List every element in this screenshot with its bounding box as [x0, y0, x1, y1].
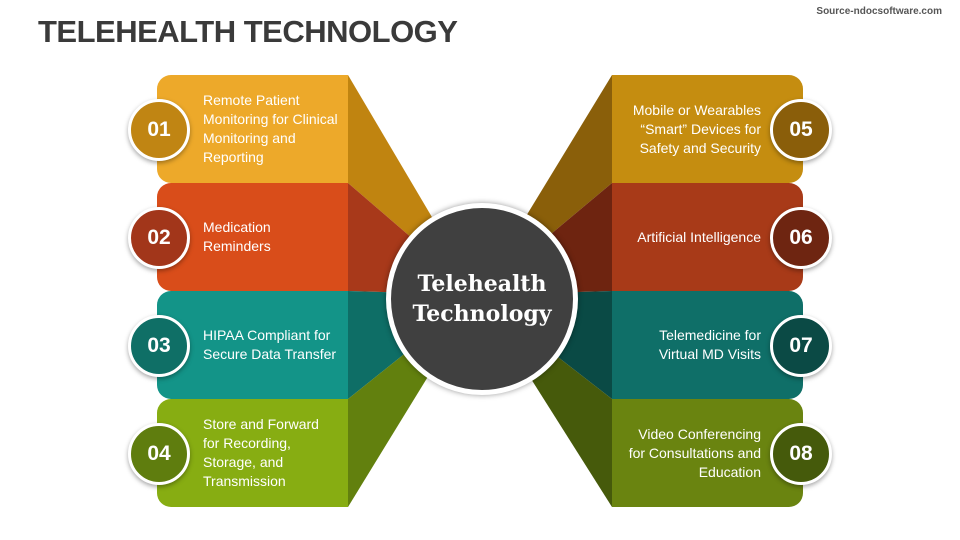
item-text: HIPAA Compliant for Secure Data Transfer [203, 327, 337, 362]
source-credit: Source-ndocsoftware.com [816, 6, 942, 17]
item-number-badge: 04 [128, 423, 190, 485]
item-number-badge: 01 [128, 99, 190, 161]
item-number-badge: 06 [770, 207, 832, 269]
item-text: Mobile or Wearables “Smart” Devices for … [632, 101, 761, 156]
item-number-badge: 05 [770, 99, 832, 161]
item-box-05: Mobile or Wearables “Smart” Devices for … [612, 75, 803, 183]
page-title: TELEHEALTH TECHNOLOGY [38, 14, 458, 49]
item-box-06: Artificial Intelligence [612, 183, 803, 291]
center-title-line1: Telehealth [417, 271, 547, 297]
item-number-badge: 03 [128, 315, 190, 377]
item-text: Medication Reminders [203, 219, 271, 254]
center-title-line2: Technology [412, 301, 552, 327]
item-text: Telemedicine for Virtual MD Visits [658, 327, 761, 362]
item-text: Remote Patient Monitoring for Clinical M… [203, 92, 338, 165]
item-number-badge: 07 [770, 315, 832, 377]
item-number-badge: 02 [128, 207, 190, 269]
item-text: Video Conferencing for Consultations and… [628, 425, 761, 480]
item-text: Artificial Intelligence [637, 228, 761, 245]
item-number-badge: 08 [770, 423, 832, 485]
item-text: Store and Forward for Recording, Storage… [203, 416, 319, 489]
